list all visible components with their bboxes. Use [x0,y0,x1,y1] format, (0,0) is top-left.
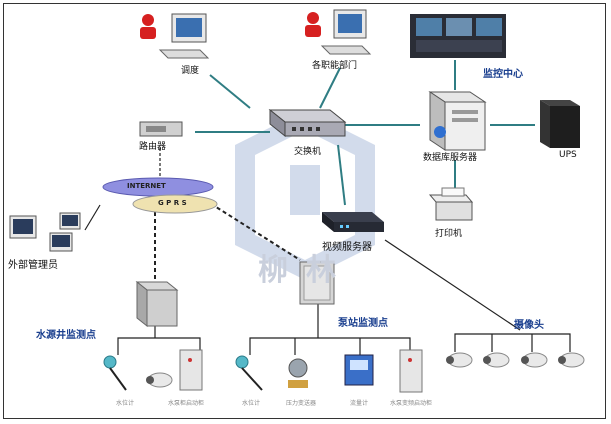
pump-device-label: 压力变送器 [286,400,317,407]
flow-meter-icon [344,354,374,386]
departments-workstation-icon [305,9,372,55]
well-device-bus [117,337,201,355]
diagram-frame [3,3,606,419]
camera-icon [521,352,548,368]
dispatch-workstation-icon [140,13,210,59]
pump-point-label: 泵站监测点 [338,318,388,329]
pump-level-meter-icon [235,355,263,391]
pump-device-bus [249,337,411,355]
link-gprs-admin [84,204,101,231]
link-videoserver-cameras [384,239,521,331]
camera-icon [558,352,585,368]
pump-cabinet-icon [299,261,335,305]
monitor-center-icon [410,14,506,58]
router-label: 路由器 [139,142,167,152]
well-level-meter-icon [103,355,127,391]
well-pump-cabinet-icon [179,349,203,391]
switch-label: 交换机 [294,147,322,157]
external-admin-label: 外部管理员 [8,260,58,271]
field-links [84,148,571,355]
pump-device-label: 水位计 [242,400,261,407]
dispatch-label: 调度 [181,66,200,76]
pump-device-label: 水泵变频启动柜 [390,400,433,407]
link-departments-switch [319,67,341,109]
link-gprs-pump [204,199,301,261]
well-point-label: 水源井监测点 [36,330,96,341]
well-camera-icon [146,372,173,388]
router-icon [139,121,183,137]
video-server-icon [322,212,384,232]
pump-device-label: 流量计 [350,400,369,407]
link-dispatch-switch [209,74,251,109]
database-server-icon [428,91,487,151]
link-switch-videoserver [337,144,346,206]
network-links [195,60,535,206]
external-admin-icon [9,212,81,252]
gprs-label: G P R S [158,199,187,207]
pump-vfd-cabinet-icon [399,349,423,393]
internet-label: INTERNET [127,182,166,190]
ups-label: UPS [559,150,577,160]
departments-label: 各职能部门 [312,61,358,71]
watermark-text: 柳林 [258,253,354,288]
camera-icon [446,352,473,368]
pressure-transmitter-icon [288,358,308,388]
switch-icon [268,108,347,138]
printer-label: 打印机 [435,229,463,239]
well-device-label: 水位计 [116,400,135,407]
well-device-label: 水泵柜启动柜 [168,400,205,407]
camera-bus [454,333,571,352]
well-cabinet-icon [135,280,179,328]
gprs-cloud [132,194,218,214]
camera-label: 摄像头 [514,320,544,331]
ups-icon [540,100,580,148]
monitor-center-label: 监控中心 [483,69,523,80]
video-server-label: 视频服务器 [322,242,372,253]
camera-icon [483,352,510,368]
db-server-label: 数据库服务器 [423,153,478,163]
printer-icon [428,187,474,221]
